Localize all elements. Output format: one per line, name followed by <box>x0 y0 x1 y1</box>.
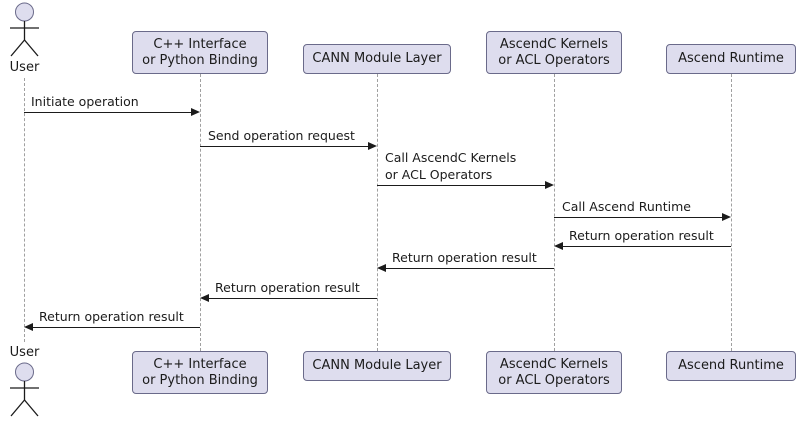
message-line-1 <box>24 112 191 113</box>
message-arrowhead-2 <box>368 142 377 150</box>
message-line-2 <box>200 146 368 147</box>
message-label-4: Call Ascend Runtime <box>562 199 691 214</box>
actor-user-bottom <box>10 362 39 417</box>
participant-ascendc-kernels-top[interactable]: AscendC Kernels or ACL Operators <box>486 31 622 74</box>
message-line-5 <box>563 246 731 247</box>
message-arrowhead-8 <box>24 323 33 331</box>
message-arrowhead-1 <box>191 108 200 116</box>
actor-leg-left-line <box>10 39 25 57</box>
message-label-1: Initiate operation <box>31 94 139 109</box>
message-arrowhead-3 <box>545 181 554 189</box>
lifeline-cpp-interface <box>200 74 201 351</box>
participant-cann-module-top[interactable]: CANN Module Layer <box>303 44 451 74</box>
actor-user-bottom-label: User <box>9 345 40 360</box>
actor-user-top-label: User <box>9 60 40 75</box>
lifeline-user <box>24 78 25 342</box>
message-arrowhead-6 <box>377 264 386 272</box>
message-arrowhead-7 <box>200 294 209 302</box>
actor-leg-right-line <box>24 39 39 57</box>
participant-ascend-runtime-top[interactable]: Ascend Runtime <box>666 44 796 74</box>
message-line-7 <box>209 298 377 299</box>
message-line-4 <box>554 217 722 218</box>
participant-ascend-runtime-bottom[interactable]: Ascend Runtime <box>666 351 796 381</box>
message-label-3: Call AscendC Kernels or ACL Operators <box>385 150 517 182</box>
message-label-7: Return operation result <box>215 280 360 295</box>
actor-head-icon <box>15 362 34 382</box>
lifeline-ascend-runtime <box>731 74 732 351</box>
message-line-8 <box>33 327 200 328</box>
participant-cann-module-bottom[interactable]: CANN Module Layer <box>303 351 451 381</box>
message-label-5: Return operation result <box>569 228 714 243</box>
message-label-6: Return operation result <box>392 250 537 265</box>
message-label-8: Return operation result <box>39 309 184 324</box>
participant-cpp-interface-top[interactable]: C++ Interface or Python Binding <box>132 31 268 74</box>
participant-cpp-interface-bottom[interactable]: C++ Interface or Python Binding <box>132 351 268 394</box>
message-line-6 <box>386 268 554 269</box>
actor-head-icon <box>15 2 34 22</box>
lifeline-cann-module <box>377 74 378 351</box>
message-arrowhead-5 <box>554 242 563 250</box>
message-line-3 <box>377 185 545 186</box>
actor-user-top <box>10 2 39 57</box>
participant-ascendc-kernels-bottom[interactable]: AscendC Kernels or ACL Operators <box>486 351 622 394</box>
message-label-2: Send operation request <box>208 128 355 143</box>
lifeline-ascendc-kernels <box>554 74 555 351</box>
actor-leg-right-line <box>24 399 39 417</box>
message-arrowhead-4 <box>722 213 731 221</box>
actor-leg-left-line <box>10 399 25 417</box>
